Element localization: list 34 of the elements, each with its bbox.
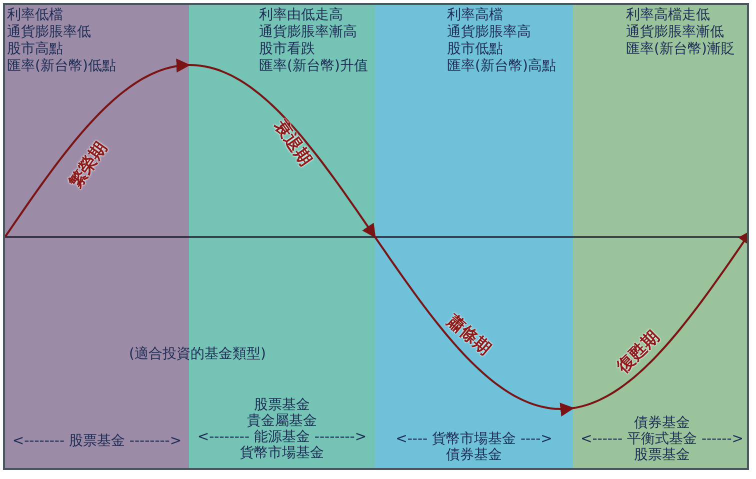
- indicator-text: 利率由低走高: [259, 7, 343, 23]
- fund-type-text: <------ 平衡式基金 ------>: [580, 431, 744, 447]
- indicator-text: 利率低檔: [7, 7, 63, 23]
- indicator-text: 匯率(新台幣)漸貶: [626, 41, 735, 57]
- fund-type-text: <-------- 能源基金 -------->: [196, 429, 368, 445]
- indicator-text: 通貨膨脹率漸低: [626, 24, 724, 40]
- fund-type-text: 債券基金: [633, 415, 691, 431]
- phase-label: 蕭條期: [442, 310, 494, 360]
- cycle-curve-arrow: [374, 236, 574, 417]
- fund-type-text: 貴金屬基金: [246, 413, 318, 429]
- indicator-text: 利率高檔走低: [626, 7, 710, 23]
- indicator-text: 股市低點: [447, 41, 503, 57]
- fund-type-text: 貨幣市場基金: [239, 445, 325, 461]
- indicator-text: 通貨膨脹率漸高: [259, 24, 357, 40]
- fund-type-text: <-------- 股票基金 -------->: [11, 433, 183, 449]
- indicator-text: 通貨膨脹率低: [7, 24, 91, 40]
- phase-label: 衰退期: [270, 116, 316, 170]
- phase-label: 繁榮期: [66, 138, 112, 192]
- phase-label: 復甦期: [613, 326, 664, 378]
- note-text: (適合投資的基金類型): [129, 345, 266, 363]
- fund-type-text: <---- 貨幣市場基金 ---->: [394, 431, 554, 447]
- indicator-text: 股市高點: [7, 41, 63, 57]
- indicator-text: 匯率(新台幣)高點: [447, 58, 556, 74]
- cycle-curve-arrow: [572, 230, 747, 410]
- fund-type-text: 股票基金: [633, 447, 691, 463]
- indicator-text: 匯率(新台幣)升值: [259, 58, 368, 74]
- indicator-text: 通貨膨脹率高: [447, 24, 531, 40]
- fund-type-text: 股票基金: [253, 397, 311, 413]
- indicator-text: 匯率(新台幣)低點: [7, 58, 116, 74]
- fund-type-text: 債券基金: [445, 447, 503, 463]
- indicator-text: 利率高檔: [447, 7, 503, 23]
- indicator-text: 股市看跌: [259, 41, 315, 57]
- cycle-curve-arrow: [5, 58, 190, 238]
- cycle-curve-arrow: [188, 64, 376, 238]
